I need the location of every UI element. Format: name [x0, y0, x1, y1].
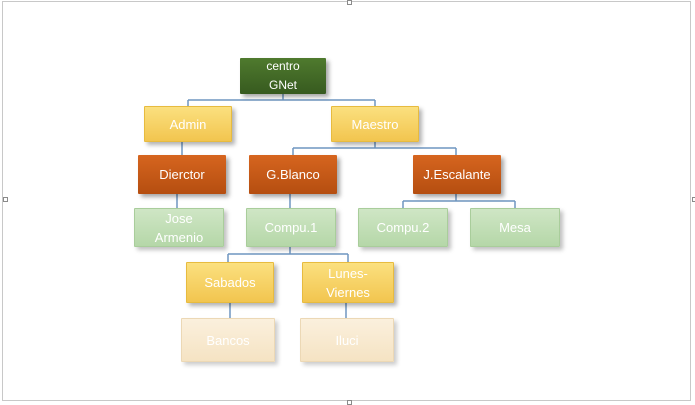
node-mesa[interactable]: Mesa	[470, 208, 560, 247]
node-jose-label: Jose Armenio	[154, 210, 204, 245]
node-mesa-label: Mesa	[499, 220, 531, 235]
node-compu2-label: Compu.2	[376, 220, 430, 235]
node-sabados-label: Sabados	[204, 275, 256, 290]
node-maestro-label: Maestro	[351, 116, 399, 132]
node-lunes-viernes[interactable]: Lunes- Viernes	[302, 262, 394, 303]
node-lunes-viernes-label: Lunes- Viernes	[326, 265, 370, 300]
node-iluci-label: Iluci	[335, 332, 359, 348]
node-dierctor-label: Dierctor	[159, 167, 205, 182]
node-gblanco-label: G.Blanco	[266, 167, 320, 182]
node-admin[interactable]: Admin	[144, 106, 232, 142]
resize-handle-top[interactable]	[347, 0, 352, 5]
resize-handle-right[interactable]	[692, 197, 695, 202]
node-jescalante-label: J.Escalante	[423, 167, 491, 182]
node-compu1[interactable]: Compu.1	[246, 208, 336, 247]
node-jescalante[interactable]: J.Escalante	[413, 155, 501, 194]
node-bancos-label: Bancos	[206, 332, 250, 348]
node-root-label: centro GNet	[266, 59, 300, 92]
node-admin-label: Admin	[169, 116, 207, 132]
node-maestro[interactable]: Maestro	[331, 106, 419, 142]
node-root[interactable]: centro GNet	[240, 58, 326, 94]
node-compu1-label: Compu.1	[264, 220, 318, 235]
node-dierctor[interactable]: Dierctor	[138, 155, 226, 194]
resize-handle-left[interactable]	[3, 197, 8, 202]
node-sabados[interactable]: Sabados	[186, 262, 274, 303]
node-jose[interactable]: Jose Armenio	[134, 208, 224, 247]
node-bancos[interactable]: Bancos	[181, 318, 275, 362]
node-gblanco[interactable]: G.Blanco	[249, 155, 337, 194]
node-compu2[interactable]: Compu.2	[358, 208, 448, 247]
node-iluci[interactable]: Iluci	[300, 318, 394, 362]
